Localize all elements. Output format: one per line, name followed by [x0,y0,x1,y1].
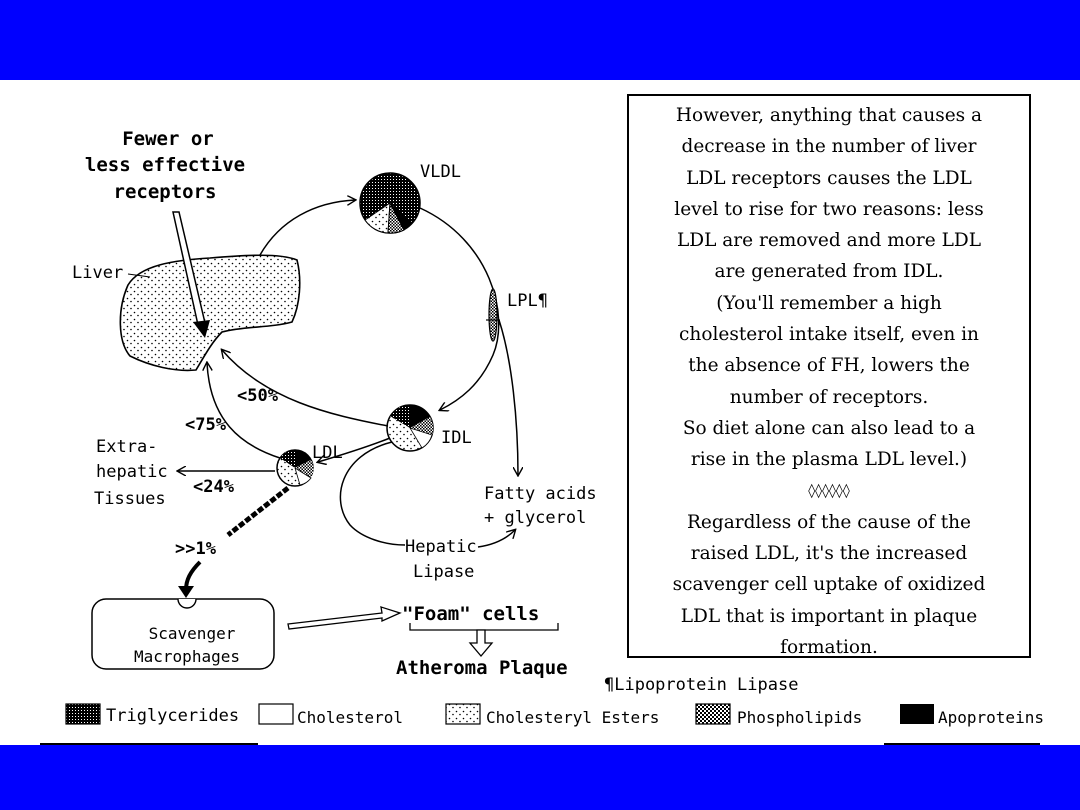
lpl-label: LPL¶ [507,291,548,311]
legend-swatch-phospholipids [696,704,730,724]
legend-label-phospholipids: Phospholipids [737,708,862,727]
foam-cells-label: "Foam" cells [402,603,539,625]
arrow-ldl-to-liver [207,363,280,458]
extrahepatic-line-1: Extra- [96,437,157,457]
note-line-4: level to rise for two reasons: less [635,194,1023,225]
note-line-14: raised LDL, it's the increased [635,538,1023,569]
arrow-foam-to-plaque [470,630,492,656]
annotation-line-2: less effective [85,154,245,176]
legend: Triglycerides Cholesterol Cholesteryl Es… [66,704,1044,727]
note-line-7: (You'll remember a high [635,288,1023,319]
liver-shape [120,255,299,370]
extrahepatic-line-2: hepatic [96,462,168,482]
legend-label-triglycerides: Triglycerides [106,706,239,726]
liver-label: Liver [72,263,123,283]
explanation-box: However, anything that causes a decrease… [627,94,1031,658]
ldl-particle [277,450,313,486]
pct-24-label: <24% [193,477,235,497]
arrow-idl-to-hepatic-lipase [340,442,405,545]
note-line-10: number of receptors. [635,382,1023,413]
legend-label-cholesteryl-esters: Cholesteryl Esters [486,708,659,727]
hepatic-lipase-line-2: Lipase [413,562,474,582]
pct-75-label: <75% [185,415,227,435]
legend-swatch-apoproteins [900,704,934,724]
legend-swatch-cholesterol [259,704,293,724]
arrow-to-scavenger-head [178,586,194,598]
annotation-line-3: receptors [114,181,217,203]
note-line-5: LDL are removed and more LDL [635,225,1023,256]
arrow-to-scavenger-curve [186,562,200,590]
note-line-15: scavenger cell uptake of oxidized [635,569,1023,600]
idl-particle [387,405,433,451]
atheroma-plaque-label: Atheroma Plaque [396,657,568,679]
note-line-17: formation. [635,632,1023,663]
legend-swatch-triglycerides [66,704,100,724]
note-line-16: LDL that is important in plaque [635,601,1023,632]
ldl-label: LDL [312,443,343,463]
fatty-acids-line-1: Fatty acids [484,484,597,504]
idl-label: IDL [441,428,472,448]
vldl-label: VLDL [420,162,461,182]
arrow-lpl-to-fatty-acids [499,320,518,475]
hepatic-lipase-line-1: Hepatic [405,537,477,557]
arrow-ldl-to-scavenger [228,488,288,535]
annotation-line-1: Fewer or [122,128,214,150]
note-line-12: rise in the plasma LDL level.) [635,444,1023,475]
pct-50-label: <50% [237,386,279,406]
note-line-2: decrease in the number of liver [635,131,1023,162]
legend-label-apoproteins: Apoproteins [938,708,1044,727]
arrow-scavenger-to-foam [288,607,400,629]
legend-swatch-cholesteryl-esters [446,704,480,724]
vldl-particle [360,173,420,233]
slide: Fewer or less effective receptors Liver … [0,80,1080,745]
pct-1-label: >>1% [175,539,217,559]
footnote-label: ¶Lipoprotein Lipase [604,675,798,695]
fatty-acids-line-2: + glycerol [484,508,586,528]
arrow-liver-to-vldl [260,200,355,255]
extrahepatic-line-3: Tissues [94,489,166,509]
arrow-hepatic-lipase-to-fatty-acids [478,530,515,547]
scavenger-line-1: Scavenger [149,624,236,643]
arrow-vldl-to-idl [420,208,499,410]
note-line-8: cholesterol intake itself, even in [635,319,1023,350]
note-line-11: So diet alone can also lead to a [635,413,1023,444]
note-line-13: Regardless of the cause of the [635,507,1023,538]
legend-label-cholesterol: Cholesterol [297,708,403,727]
note-line-1: However, anything that causes a [635,100,1023,131]
note-line-9: the absence of FH, lowers the [635,350,1023,381]
note-line-3: LDL receptors causes the LDL [635,163,1023,194]
note-line-6: are generated from IDL. [635,256,1023,287]
scavenger-line-2: Macrophages [134,647,240,666]
note-separator: ◊◊◊◊◊◊ [635,476,1023,507]
